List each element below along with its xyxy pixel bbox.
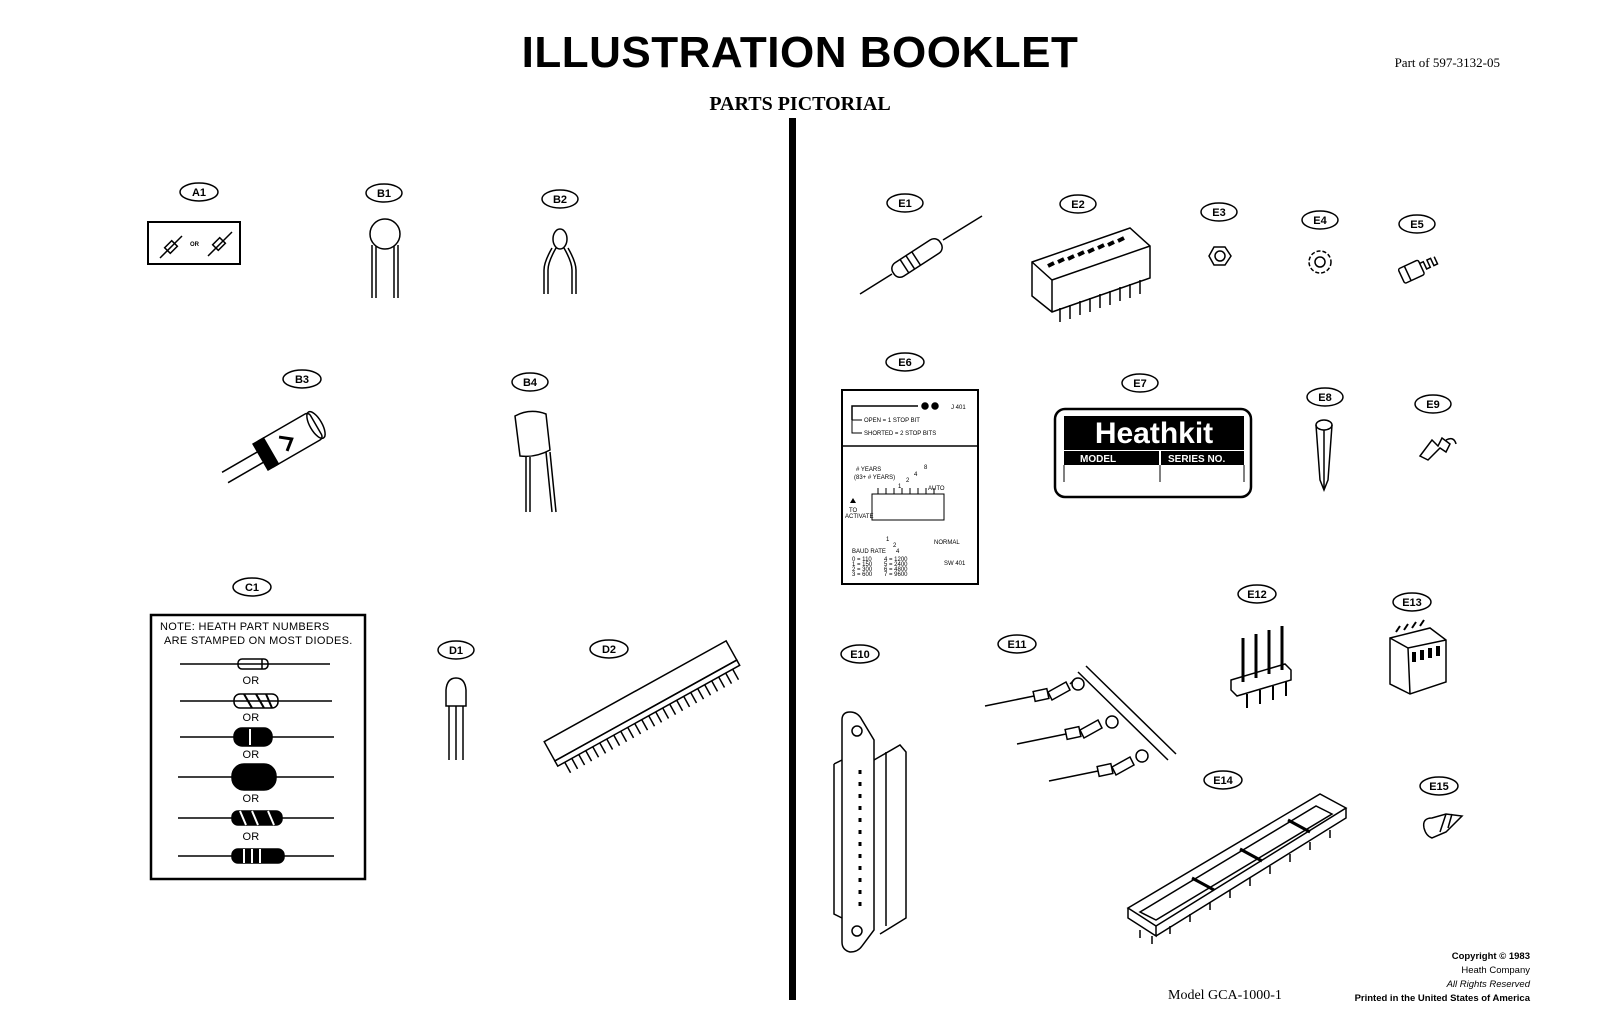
label-d2: D2 [602, 644, 616, 656]
label-e3: E3 [1212, 207, 1225, 219]
part-e13: E13 [1389, 592, 1447, 695]
label-e8: E8 [1318, 392, 1331, 404]
part-e14: E14 [1126, 770, 1348, 944]
e6-rate-3: 3 = 600 [852, 572, 873, 578]
label-e1: E1 [898, 198, 911, 210]
e6-n4: 4 [914, 472, 918, 478]
e6-activate: ACTIVATE [845, 514, 873, 520]
part-e2: E2 [1031, 194, 1151, 322]
e6-rate-6: 6 = 4800 [884, 567, 908, 573]
label-b4: B4 [523, 377, 538, 389]
e6-j401: J 401 [951, 405, 966, 411]
c1-or-3: OR [242, 749, 259, 761]
e6-n2: 2 [906, 478, 910, 484]
e6-to: TO [849, 508, 858, 514]
label-e15: E15 [1429, 781, 1449, 793]
e6-n1: 1 [898, 484, 902, 490]
e6-n2b: 2 [893, 543, 897, 549]
c1-note-line2: ARE STAMPED ON MOST DIODES. [164, 635, 353, 647]
e6-n1b: 1 [886, 537, 890, 543]
e6-rate-1: 1 = 150 [852, 562, 873, 568]
label-e9: E9 [1426, 399, 1439, 411]
part-e1: E1 [859, 193, 983, 295]
label-e4: E4 [1313, 215, 1327, 227]
part-e7: E7 Heathkit MODEL SERIES NO. [1053, 373, 1253, 499]
part-a1: A1 OR [147, 182, 241, 265]
label-e6: E6 [898, 357, 911, 369]
e6-open: OPEN = 1 STOP BIT [864, 418, 920, 424]
label-b3: B3 [295, 374, 309, 386]
part-e5: E5 [1397, 214, 1439, 284]
c1-note-line1: NOTE: HEATH PART NUMBERS [160, 621, 330, 633]
e7-model: MODEL [1080, 454, 1116, 465]
label-e10: E10 [850, 649, 870, 661]
part-e9: E9 [1414, 394, 1457, 461]
printed-line: Printed in the United States of America [1354, 993, 1530, 1004]
e6-years2: (83+ # YEARS) [854, 475, 895, 481]
e7-series: SERIES NO. [1168, 454, 1225, 465]
parts-pictorial-heading: PARTS PICTORIAL [709, 93, 891, 115]
e6-rate-0: 0 = 110 [852, 557, 872, 563]
part-b4: B4 [511, 372, 557, 513]
e7-brand: Heathkit [1095, 417, 1213, 450]
label-e5: E5 [1410, 219, 1423, 231]
model-number: Model GCA-1000-1 [1168, 988, 1282, 1003]
e6-auto: AUTO [928, 486, 945, 492]
c1-or-2: OR [242, 712, 259, 724]
label-c1: C1 [245, 582, 259, 594]
label-b2: B2 [553, 194, 567, 206]
e6-sw401: SW 401 [944, 561, 966, 567]
e6-years: # YEARS [856, 467, 881, 473]
label-e14: E14 [1213, 775, 1233, 787]
part-e15: E15 [1419, 776, 1464, 839]
label-a1: A1 [192, 187, 206, 199]
e6-baud: BAUD RATE [852, 549, 886, 555]
e6-rate-4: 4 = 1200 [884, 557, 908, 563]
label-d1: D1 [449, 645, 463, 657]
c1-or-4: OR [242, 793, 259, 805]
part-c1: C1 NOTE: HEATH PART NUMBERS ARE STAMPED … [149, 577, 367, 881]
e6-normal: NORMAL [934, 540, 960, 546]
part-e6: E6 J 401 OPEN = 1 STOP BIT SHORTED = 2 S… [841, 352, 979, 585]
part-e4: E4 [1301, 210, 1339, 274]
c1-or-1: OR [242, 675, 259, 687]
e6-n4b: 4 [896, 549, 900, 555]
part-number: Part of 597-3132-05 [1394, 55, 1500, 70]
part-b3: B3 [221, 369, 326, 484]
part-b2: B2 [541, 189, 579, 294]
c1-or-5: OR [242, 831, 259, 843]
part-d2: D2 [543, 639, 741, 774]
booklet-title: ILLUSTRATION BOOKLET [521, 28, 1079, 77]
e6-shorted: SHORTED = 2 STOP BITS [864, 431, 936, 437]
e6-n8: 8 [924, 465, 928, 471]
part-e12: E12 [1230, 584, 1292, 708]
part-e10: E10 [833, 644, 907, 953]
center-divider [789, 118, 796, 1000]
e6-rate-5: 5 = 2400 [884, 562, 908, 568]
copyright-block: Copyright © 1983 Heath Company All Right… [1355, 950, 1530, 1006]
label-e7: E7 [1133, 378, 1146, 390]
part-e11: E11 [984, 634, 1177, 782]
company-line: Heath Company [1461, 965, 1530, 976]
part-b1: B1 [365, 183, 403, 298]
a1-or: OR [190, 242, 200, 248]
label-b1: B1 [377, 188, 391, 200]
e6-rate-7: 7 = 9600 [884, 572, 908, 578]
label-e12: E12 [1247, 589, 1267, 601]
part-e8: E8 [1306, 387, 1344, 493]
copyright-line: Copyright © 1983 [1451, 951, 1530, 962]
part-d1: D1 [437, 640, 475, 760]
e6-rate-2: 2 = 300 [852, 567, 873, 573]
part-e3: E3 [1200, 202, 1238, 266]
rights-line: All Rights Reserved [1446, 979, 1530, 990]
label-e13: E13 [1402, 597, 1422, 609]
label-e11: E11 [1008, 639, 1027, 651]
label-e2: E2 [1071, 199, 1084, 211]
